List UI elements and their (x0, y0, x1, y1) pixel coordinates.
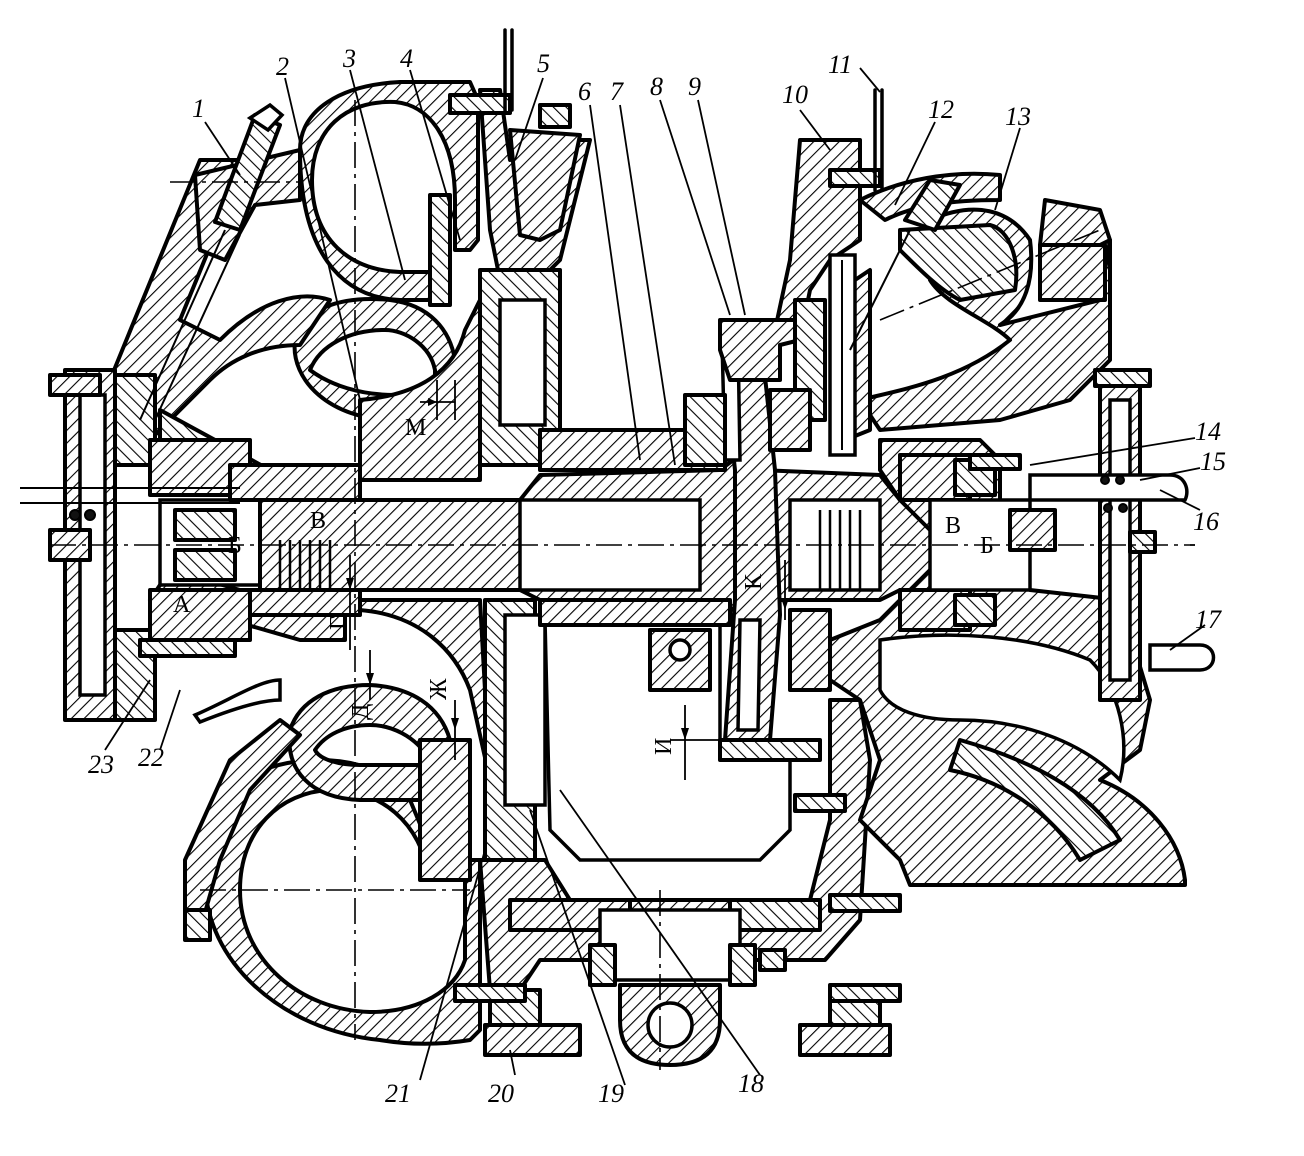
part-label-15: 15 (1200, 447, 1226, 476)
clearance-marks (346, 380, 789, 780)
bolts (138, 93, 1157, 1003)
compressor-wheel (358, 193, 492, 882)
part-number-labels: 1 2 3 4 5 6 7 8 9 10 11 12 13 14 15 16 1… (88, 44, 1226, 1108)
mounting-feet (483, 908, 892, 1067)
nozzle-ring (683, 253, 857, 762)
part-label-8: 8 (650, 72, 663, 101)
part-label-9: 9 (688, 72, 701, 101)
part-label-19: 19 (598, 1079, 624, 1108)
letter-M: М (405, 415, 426, 441)
letter-A: А (173, 592, 191, 618)
part-label-6: 6 (578, 77, 591, 106)
part-label-5: 5 (537, 49, 550, 78)
center-housing (478, 88, 872, 992)
part-label-3: 3 (342, 44, 356, 73)
part-label-14: 14 (1195, 417, 1221, 446)
plates (503, 28, 884, 192)
letter-V-right: В (945, 513, 961, 539)
letter-V-left: В (310, 508, 326, 534)
part-label-4: 4 (400, 44, 413, 73)
part-label-1: 1 (192, 94, 205, 123)
letter-I: И (651, 738, 677, 755)
part-label-11: 11 (828, 50, 852, 79)
part-label-7: 7 (610, 77, 624, 106)
section-letter-labels: А Б Б В В Г Д Ж И К М (173, 415, 994, 755)
part-label-23: 23 (88, 750, 114, 779)
part-label-12: 12 (928, 95, 954, 124)
part-label-13: 13 (1005, 102, 1031, 131)
letter-K: К (741, 573, 767, 590)
part-label-2: 2 (276, 52, 289, 81)
part-label-21: 21 (385, 1079, 411, 1108)
part-label-20: 20 (488, 1079, 514, 1108)
probes (139, 102, 962, 421)
leader-lines (104, 67, 1206, 1086)
part-label-22: 22 (138, 743, 164, 772)
letter-G: Г (326, 616, 352, 630)
letter-Zh: Ж (426, 678, 452, 700)
letter-D: Д (348, 704, 374, 720)
part-label-17: 17 (1195, 605, 1222, 634)
letter-B-left: Б (228, 533, 242, 559)
letter-B-right: Б (980, 533, 994, 559)
part-label-16: 16 (1193, 507, 1219, 536)
center-lines (50, 100, 1195, 1070)
part-label-18: 18 (738, 1069, 764, 1098)
part-label-10: 10 (782, 80, 808, 109)
